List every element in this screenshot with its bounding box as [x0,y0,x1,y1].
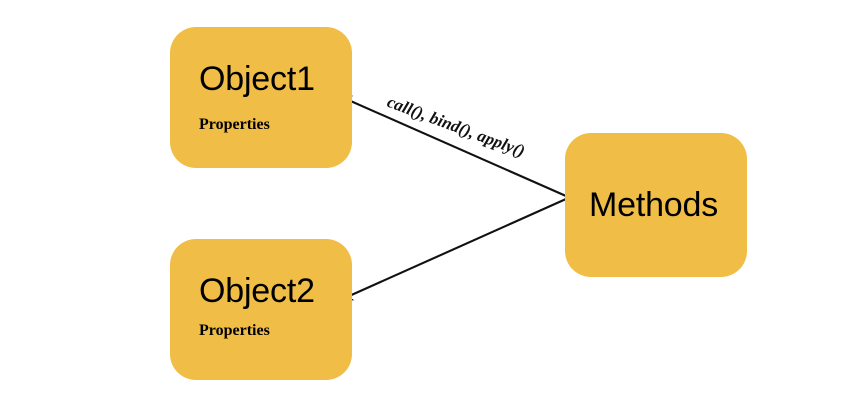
node-object2-subtitle: Properties [199,322,270,339]
edge-methods-to-object2 [337,198,567,302]
node-object1[interactable] [170,27,352,168]
node-methods[interactable] [565,133,747,277]
node-object2[interactable] [170,239,352,380]
edge-methods-to-object1 [336,94,567,197]
node-methods-title: Methods [589,186,719,224]
node-object1-subtitle: Properties [199,116,270,133]
node-object1-title: Object1 [199,60,315,98]
node-object2-title: Object2 [199,272,315,310]
